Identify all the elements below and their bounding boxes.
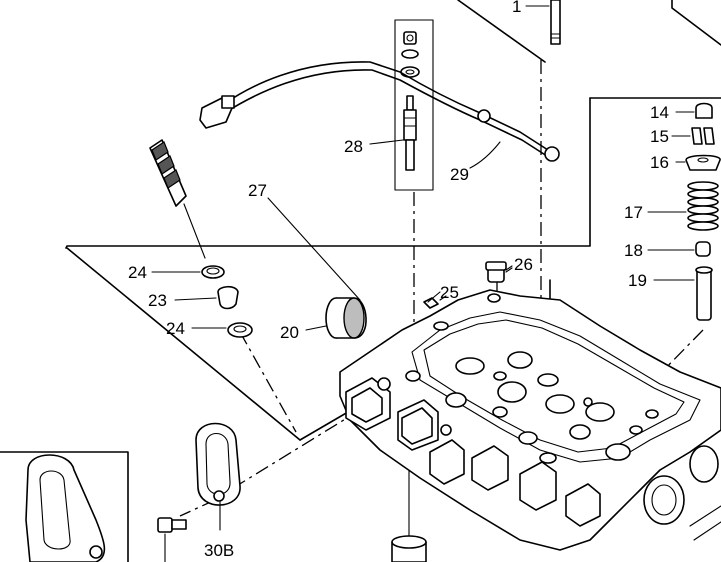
callout-24-lower: 24 (166, 319, 185, 338)
cylinder-head (339, 289, 721, 562)
valve-train-parts-14-19 (647, 102, 721, 321)
injector-and-seals (149, 139, 253, 338)
callout-14: 14 (650, 103, 669, 122)
callout-1: 1 (512, 0, 521, 16)
callout-16: 16 (650, 153, 669, 172)
fittings-parts-25-26 (423, 261, 513, 309)
push-rod-part-1 (525, 0, 561, 45)
callout-24-upper: 24 (128, 263, 147, 282)
inset-gasket-detail (25, 454, 106, 562)
glow-plug-assembly (199, 19, 560, 191)
callout-20: 20 (280, 323, 299, 342)
callout-25: 25 (440, 283, 459, 302)
callout-19: 19 (628, 271, 647, 290)
callout-26: 26 (514, 255, 533, 274)
callout-15: 15 (650, 127, 669, 146)
callout-labels: 1 14 15 16 17 18 19 20 23 24 24 25 26 27… (128, 0, 669, 560)
callout-27: 27 (248, 181, 267, 200)
gasket-part-30b (157, 422, 241, 562)
leader-lines (267, 197, 513, 303)
callout-28: 28 (344, 137, 363, 156)
callout-23: 23 (148, 291, 167, 310)
core-plug-part-20 (305, 297, 367, 339)
callout-18: 18 (624, 241, 643, 260)
callout-17: 17 (624, 203, 643, 222)
callout-30b: 30B (204, 541, 234, 560)
callout-29: 29 (450, 165, 469, 184)
